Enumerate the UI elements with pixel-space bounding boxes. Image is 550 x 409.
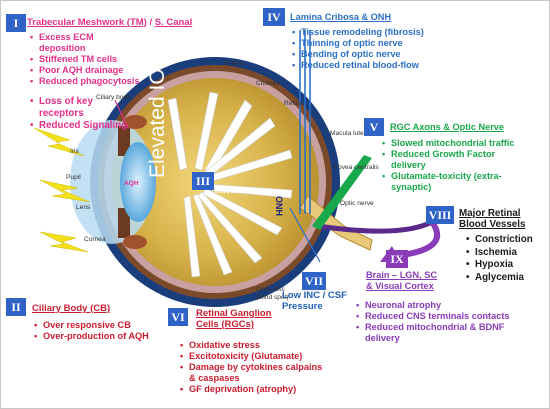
rgc-title-line2: Cells (RGCs) <box>196 319 255 330</box>
label-pupil: Pupil <box>66 174 81 181</box>
list-item: Tissue remodeling (fibrosis) <box>292 27 442 38</box>
vessel-title-line1: Major Retinal <box>459 208 521 219</box>
label-choroid: Choroid <box>256 80 280 87</box>
section-IV-list: Tissue remodeling (fibrosis) Thinning of… <box>292 27 442 71</box>
label-lens: Lens <box>76 204 91 211</box>
label-optic-disc: Optic disc (blind spot) <box>256 286 289 302</box>
tm-title: Trabecular Meshwork (TM) <box>27 17 147 28</box>
list-item: Ischemia <box>466 247 546 260</box>
list-item: Reduced CNS terminals contacts <box>356 311 526 322</box>
list-item: Hypoxia <box>466 259 546 272</box>
section-VI-title: Retinal Ganglion Cells (RGCs) <box>196 308 271 330</box>
label-cornea: Cornea <box>84 236 106 243</box>
section-VI-list: Oxidative stress Excitotoxicity (Glutama… <box>180 340 330 395</box>
canal-title: S. Canal <box>154 17 193 28</box>
list-item: Neuronal atrophy <box>356 300 526 311</box>
badge-IV: IV <box>263 8 285 26</box>
badge-V: V <box>364 118 384 136</box>
list-item: Oxidative stress <box>180 340 330 351</box>
label-elevated-iop: Elevated IOP <box>146 54 169 178</box>
badge-IX: IX <box>386 250 408 268</box>
label-retina: Retina <box>284 100 304 107</box>
brain-title-line1: Brain – LGN, SC <box>366 270 437 280</box>
list-item: GF deprivation (atrophy) <box>180 384 330 395</box>
label-onh: ONH <box>274 196 284 216</box>
list-item: Slowed mitochondrial traffic <box>382 138 532 149</box>
section-II-title: Ciliary Body (CB) <box>32 303 111 314</box>
csf-title-line2: Pressure <box>282 301 323 312</box>
list-item: Reduced Growth Factor delivery <box>382 149 532 171</box>
section-VII-title: Low INC / CSF Pressure <box>282 290 347 312</box>
badge-I: I <box>6 14 26 32</box>
label-aqh: AQH <box>124 180 139 187</box>
list-item: Over responsive CB <box>34 320 174 331</box>
badge-VII: VII <box>302 272 326 290</box>
section-IX-list: Neuronal atrophy Reduced CNS terminals c… <box>356 300 526 344</box>
list-item: Poor AQH drainage <box>30 65 140 76</box>
badge-II: II <box>6 298 26 316</box>
csf-title-line1: Low INC / CSF <box>282 290 347 301</box>
section-II-list: Over responsive CB Over-production of AQ… <box>34 320 174 342</box>
list-item: Aglycemia <box>466 272 546 285</box>
onh-pointer <box>289 207 321 263</box>
list-item: Reduced retinal blood-flow <box>292 60 442 71</box>
section-IX-title: Brain – LGN, SC & Visual Cortex <box>366 270 437 292</box>
pressure-arrows <box>167 91 293 278</box>
brain-title-line2: & Visual Cortex <box>366 281 434 291</box>
ciliary-body-lower <box>123 235 147 249</box>
iris-lower <box>118 208 130 238</box>
list-item: Stiffened TM cells <box>30 54 140 65</box>
list-item: Reduced Signaling <box>30 120 140 132</box>
vessel-title-line2: Blood Vessels <box>459 219 526 230</box>
section-VIII-title: Major Retinal Blood Vessels <box>459 208 525 230</box>
green-arrow <box>312 155 372 230</box>
list-item: Reduced phagocytosis <box>30 76 140 87</box>
section-VIII-list: Constriction Ischemia Hypoxia Aglycemia <box>466 234 546 284</box>
rgc-title-line1: Retinal Ganglion <box>196 308 272 319</box>
label-fovea: Fovea centralis <box>334 164 379 171</box>
list-item: Reduced mitochondrial & BDNF delivery <box>356 322 526 344</box>
optic-disc-line1: Optic disc <box>256 286 285 293</box>
list-item: Loss of key receptors <box>30 96 140 120</box>
list-item: Constriction <box>466 234 546 247</box>
lightning-bolts <box>33 127 91 253</box>
title-sep: / <box>146 17 155 28</box>
badge-VIII: VIII <box>426 206 454 224</box>
section-I-list2: Loss of key receptors Reduced Signaling <box>30 96 140 132</box>
label-optic-nerve: Optic nerve <box>340 200 374 207</box>
badge-VI: VI <box>168 308 188 326</box>
lens-shape <box>120 142 156 222</box>
label-sclera: Sclera <box>224 60 243 67</box>
section-I-list: Excess ECM deposition Stiffened TM cells… <box>30 32 140 87</box>
section-V-title: RGC Axons & Optic Nerve <box>390 122 505 132</box>
list-item: Glutamate-toxicity (extra-synaptic) <box>382 171 532 193</box>
list-item: Damage by cytokines calpains & caspases <box>180 362 330 384</box>
optic-nerve-shape <box>299 195 373 251</box>
section-I-title: Trabecular Meshwork (TM) / S. Canal <box>27 17 192 28</box>
label-iris: Iris <box>70 148 79 155</box>
section-IV-title: Lamina Cribosa & ONH <box>290 12 392 22</box>
section-V-list: Slowed mitochondrial traffic Reduced Gro… <box>382 138 532 193</box>
list-item: Over-production of AQH <box>34 331 174 342</box>
list-item: Thinning of optic nerve <box>292 38 442 49</box>
list-item: Bending of optic nerve <box>292 49 442 60</box>
list-item: Excess ECM deposition <box>30 32 140 54</box>
label-macula: Macula lutea <box>330 130 368 137</box>
optic-disc-line2: (blind spot) <box>256 294 289 301</box>
iris-upper <box>118 126 130 156</box>
list-item: Excitotoxicity (Glutamate) <box>180 351 330 362</box>
blood-vessel-arrow <box>317 219 434 234</box>
label-vitreous: Vitreous Humor <box>214 186 271 195</box>
badge-III: III <box>192 172 214 190</box>
